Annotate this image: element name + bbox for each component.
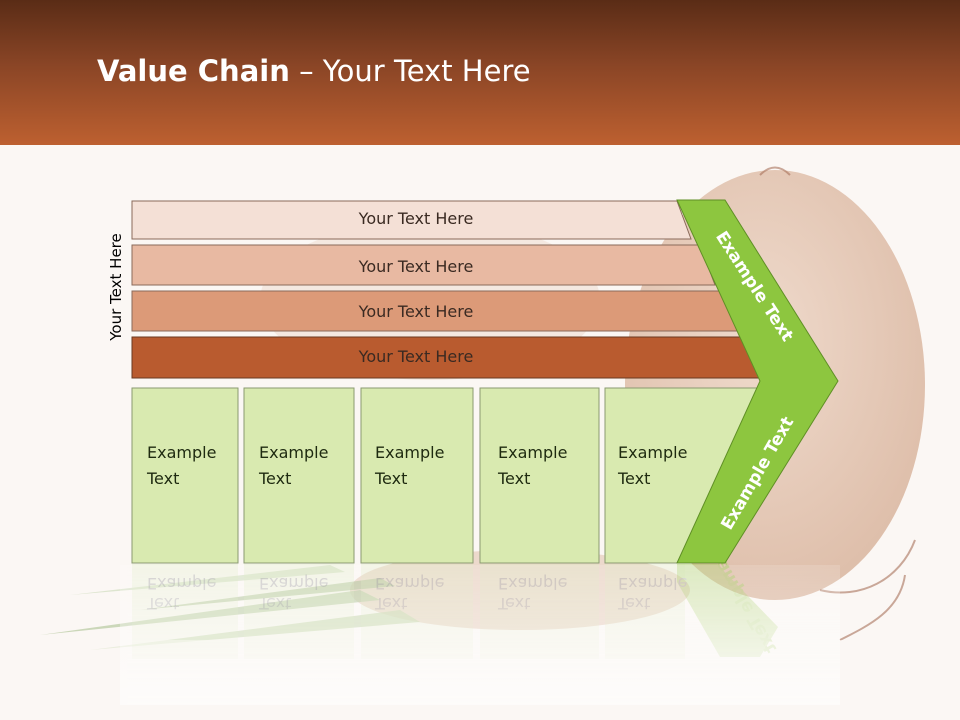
primary-box-text: Example [618, 443, 687, 462]
diagram-reflection: Example Text Example Text Example Text E… [120, 536, 840, 705]
support-bar-label: Your Text Here [358, 209, 474, 228]
primary-box-3 [360, 387, 474, 564]
slide-title-bold: Value Chain [97, 54, 290, 88]
support-bar-label: Your Text Here [358, 257, 474, 276]
support-bar-2 [131, 244, 716, 286]
primary-box-text: Example [259, 443, 328, 462]
primary-box-1 [131, 387, 239, 564]
margin-chevron [676, 199, 839, 564]
support-bar-1 [131, 200, 692, 240]
slide-title: Value Chain – Your Text Here [97, 54, 531, 88]
title-bar: Value Chain – Your Text Here [0, 0, 960, 145]
primary-box-text: Text [617, 469, 650, 488]
support-bar-label: Your Text Here [358, 302, 474, 321]
primary-box-text: Text [258, 469, 291, 488]
primary-box-text: Text [497, 469, 530, 488]
primary-box-text: Text [146, 469, 179, 488]
coconut-fiber [839, 574, 906, 641]
primary-box-text: Example [375, 443, 444, 462]
primary-box-text: Text [374, 469, 407, 488]
primary-box-4 [479, 387, 600, 564]
slide-title-rest: – Your Text Here [289, 54, 531, 88]
primary-box-text: Example [147, 443, 216, 462]
support-bar-label: Your Text Here [358, 347, 474, 366]
primary-box-text: Example [498, 443, 567, 462]
coconut-fiber [759, 166, 791, 176]
primary-box-2 [243, 387, 355, 564]
